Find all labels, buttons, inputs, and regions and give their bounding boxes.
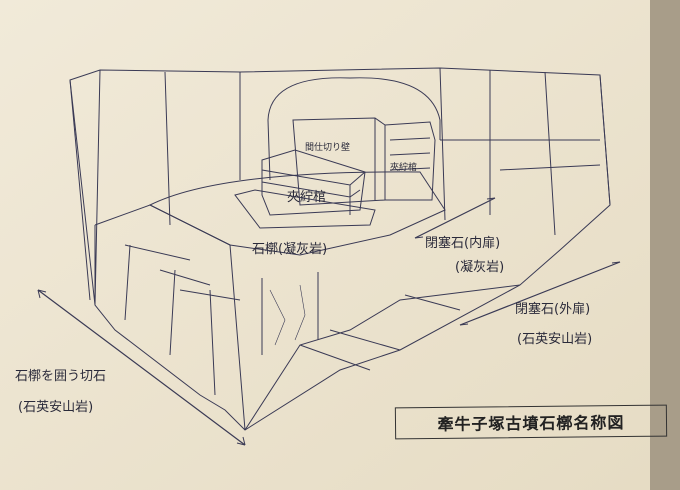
outer-door-material-label: (石英安山岩)	[517, 332, 593, 347]
stone-chamber-label: 石槨(凝灰岩)	[252, 242, 328, 257]
diagram-title: 牽牛子塚古墳石槨名称図	[394, 404, 668, 440]
inner-door-label: 閉塞石(内扉)	[425, 236, 501, 251]
surrounding-stones-label: 石槨を囲う切石	[15, 369, 107, 384]
surrounding-stones-material-label: (石英安山岩)	[18, 400, 94, 415]
chamber-drawing	[37, 67, 621, 446]
outer-door-label: 閉塞石(外扉)	[515, 302, 591, 317]
lacquer-coffin-front-label: 夾紵棺	[287, 190, 327, 205]
inner-door-material-label: (凝灰岩)	[455, 260, 505, 275]
partition-wall-label: 間仕切り壁	[305, 143, 351, 153]
lacquer-coffin-back-label: 夾紵棺	[390, 163, 418, 173]
